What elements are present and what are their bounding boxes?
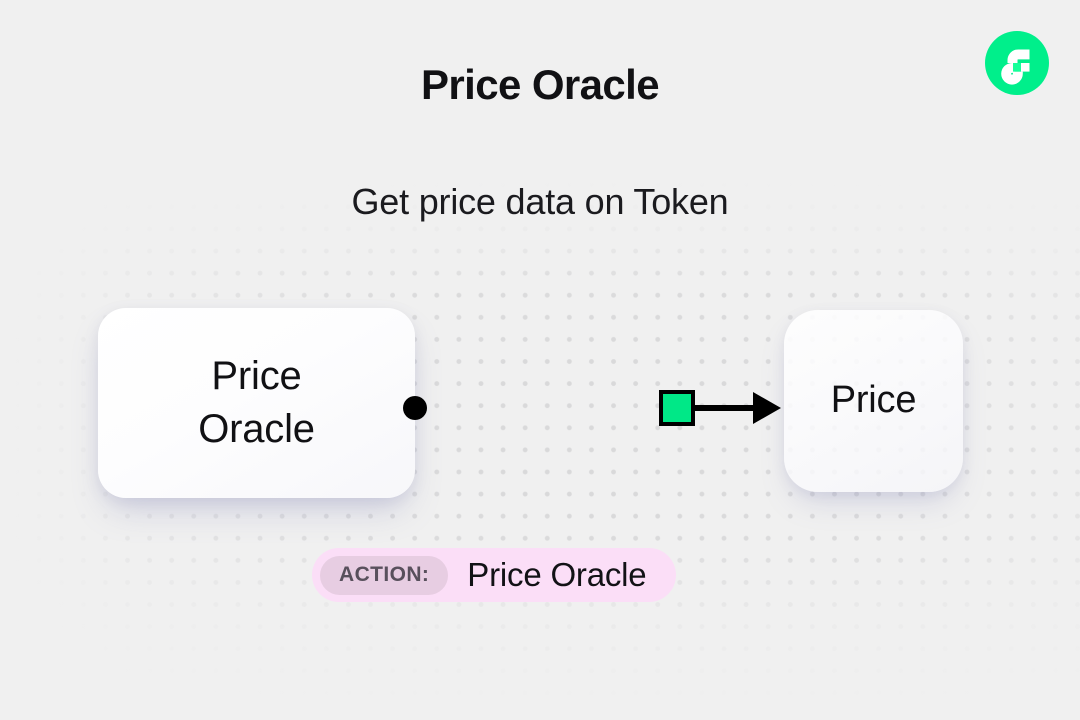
page-title: Price Oracle [421,61,660,108]
node-price[interactable]: Price [784,310,963,492]
action-badge-value: Price Oracle [467,556,647,593]
background-fade-top [0,0,1080,290]
action-badge[interactable]: ACTION: Price Oracle [312,548,677,602]
node-target-label: Price [830,379,917,422]
connector-edge[interactable] [395,372,795,444]
node-source-label-line1: Price [211,354,302,399]
node-source-label-line2: Oracle [198,407,315,451]
node-price-oracle[interactable]: Price Oracle [98,308,415,498]
connector-start-dot [403,396,427,420]
flow-blockchain-logo [985,31,1049,95]
connector-arrow-head [753,392,781,424]
page-subtitle: Get price data on Token [351,181,729,222]
action-badge-key: ACTION: [320,555,449,595]
node-source-label: Price Oracle [198,350,315,456]
connector-square-marker[interactable] [659,390,695,426]
